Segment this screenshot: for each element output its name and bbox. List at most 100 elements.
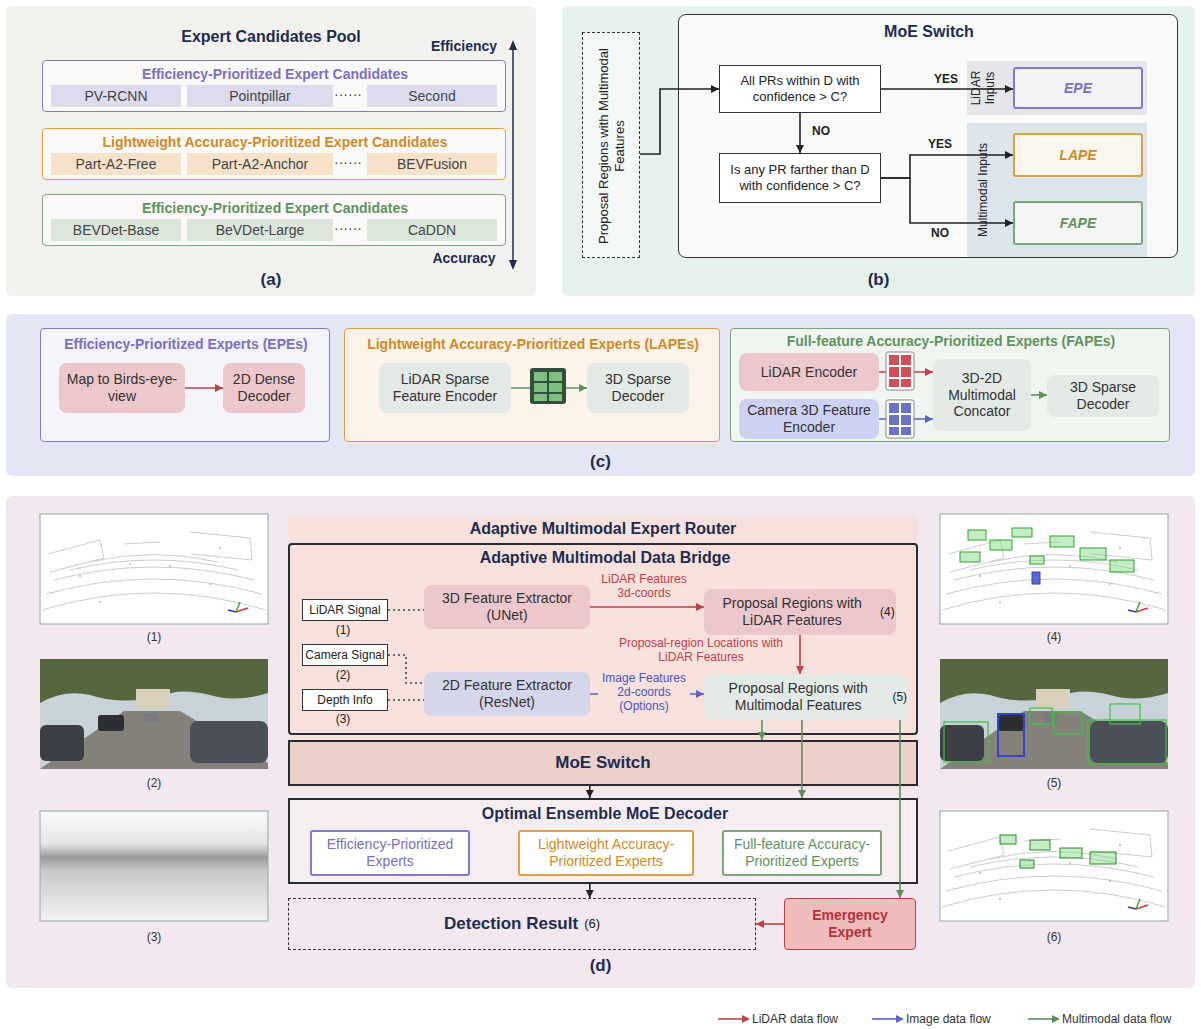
- arrow-head: [925, 368, 933, 376]
- legend-slot: LiDAR data flow: [752, 1012, 892, 1026]
- grid-cell: [889, 355, 899, 365]
- text-slot: Optimal Ensemble MoE Decoder: [290, 805, 920, 823]
- edge-label-slot: NO: [806, 124, 836, 138]
- diagram-box: BEVFusion: [367, 153, 497, 175]
- diagram-label: ······: [333, 86, 363, 102]
- diagram-box: (c) Efficiency-Prioritized Experts (EPEs)…: [6, 314, 1195, 476]
- box-text: Lightweight Accuracy-Prioritized Experts…: [345, 336, 721, 352]
- connector: [796, 113, 804, 153]
- diagram-label: (5): [1034, 776, 1074, 790]
- arrow-head: [711, 85, 719, 93]
- box-3d: [1000, 835, 1016, 844]
- diagram-box: Lightweight Accuracy-Prioritized Expert …: [42, 128, 506, 180]
- connector-line: [881, 88, 1013, 90]
- diagram-box: LiDAR InputsEPE: [967, 61, 1147, 115]
- label-slot: (2): [134, 776, 174, 790]
- diagram-box: LiDAR Signal: [302, 599, 388, 621]
- rotated-text: Multimodal Inputs: [976, 125, 990, 255]
- grid-cell: [889, 427, 899, 435]
- box-text: Is any PR farther than D with confidence…: [726, 162, 874, 195]
- connector: [758, 720, 766, 740]
- diagram-box: All PRs within D with confidence > C?: [719, 65, 881, 113]
- box-text: LiDAR Encoder: [761, 364, 858, 381]
- arrow-head: [798, 790, 806, 798]
- diagram-box: BEVDet-Base: [51, 219, 181, 241]
- box-text: (4): [880, 605, 890, 619]
- diagram-box: BeVDet-Large: [187, 219, 333, 241]
- arrow-head: [586, 790, 594, 798]
- grid-cell: [549, 372, 562, 381]
- connector: [756, 920, 784, 928]
- grid-cell: [901, 367, 911, 377]
- diagram-box: EPE: [1013, 67, 1143, 109]
- connector-line: [590, 693, 704, 695]
- grid-cell: [889, 403, 899, 413]
- diagram-box: Efficiency-Prioritized Experts: [310, 830, 470, 876]
- diagram-label: (3): [134, 930, 174, 944]
- connector: [798, 720, 806, 798]
- label-slot: ······: [333, 86, 363, 102]
- grid-cell: [534, 383, 547, 392]
- connector-line: [799, 635, 801, 674]
- box-2d: [944, 722, 988, 762]
- label-slot: (5): [1034, 776, 1074, 790]
- box-text: Proposal Regions with LiDAR Features: [710, 595, 874, 629]
- label-slot: ······: [333, 154, 363, 170]
- box-text: 3D Sparse Decoder: [1053, 379, 1153, 413]
- box-text: Proposal Regions with Multimodal Feature…: [596, 46, 629, 246]
- grid-cell: [889, 367, 899, 377]
- box-text: PV-RCNN: [84, 88, 147, 104]
- arrow-head: [758, 732, 766, 740]
- diagram-box: LAPE: [1013, 133, 1143, 177]
- proposal-boxes: [944, 704, 1166, 764]
- box-2d: [1088, 720, 1166, 764]
- box-text: Part-A2-Anchor: [212, 156, 308, 172]
- box-text: LiDAR Sparse Feature Encoder: [385, 371, 505, 405]
- box-text: Efficiency-Prioritized Experts (EPEs): [41, 336, 331, 352]
- diagram-box: Adaptive Multimodal Expert RouterAdaptiv…: [288, 516, 918, 788]
- diagram-label: (2): [134, 776, 174, 790]
- connector: [185, 384, 223, 392]
- connector: [640, 85, 719, 154]
- connector-line: [589, 786, 591, 798]
- box-3d: [1050, 536, 1074, 547]
- connector: [586, 786, 594, 798]
- grid-frame: [886, 400, 914, 438]
- legend-line: [718, 1018, 744, 1020]
- connector-line: [1031, 394, 1047, 396]
- diagram-label: (4): [1034, 630, 1074, 644]
- diagram-box: 3D-2D Multimodal Concator: [933, 359, 1031, 431]
- box-text: Emergency Expert: [791, 907, 909, 941]
- text-slot: (b): [562, 270, 1195, 290]
- diagram-label: (3): [323, 712, 363, 726]
- arrow-head: [586, 890, 594, 898]
- connector-line: [590, 606, 704, 608]
- diagram-box: LiDAR Encoder: [739, 353, 879, 391]
- camera-feature-grid: [886, 400, 914, 438]
- box-text: Efficiency-Prioritized Expert Candidates: [43, 66, 507, 82]
- box-text: All PRs within D with confidence > C?: [726, 73, 874, 106]
- box-text: (c): [6, 452, 1195, 472]
- arrow-head: [579, 384, 587, 392]
- diagram-box: LiDAR Sparse Feature Encoder: [379, 363, 511, 413]
- grid-cell: [534, 394, 547, 401]
- arrow-head: [925, 415, 933, 423]
- diagram-box: Camera 3D Feature Encoder: [739, 399, 879, 439]
- connector-line: [589, 884, 591, 898]
- diagram-box: Is any PR farther than D with confidence…: [719, 153, 881, 203]
- label-slot: ······: [333, 220, 363, 236]
- diagram-box: MoE SwitchAll PRs within D with confiden…: [678, 14, 1178, 258]
- diagram-box: Second: [367, 85, 497, 107]
- arrow-head: [896, 1015, 904, 1023]
- box-text: Multimodal Inputs: [976, 125, 990, 255]
- arrow-head: [756, 920, 764, 928]
- text-slot: Efficiency-Prioritized Expert Candidates: [43, 66, 507, 82]
- result-boxes: [1000, 835, 1116, 868]
- arrow-head: [796, 145, 804, 153]
- box-text: Camera 3D Feature Encoder: [745, 402, 873, 436]
- box-text: (5): [892, 690, 902, 704]
- arrow-head: [696, 690, 704, 698]
- arrow-head: [1005, 151, 1013, 159]
- box-text: (b): [562, 270, 1195, 290]
